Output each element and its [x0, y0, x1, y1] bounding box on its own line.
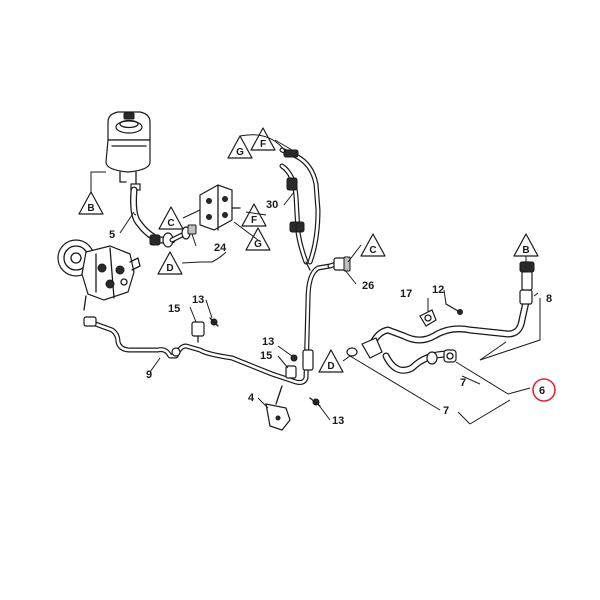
- connector-g-mid: G: [245, 227, 271, 251]
- connector-d-left-label: D: [166, 263, 173, 274]
- connector-f-mid: F: [241, 203, 267, 227]
- connector-g-top: G: [227, 135, 253, 159]
- hose-30[interactable]: [279, 147, 321, 271]
- connector-d-left: D: [157, 251, 183, 275]
- callout-7-lower: 7: [443, 405, 449, 417]
- callout-4: 4: [248, 392, 255, 404]
- leader-lines: [90, 134, 541, 425]
- bolt-13-upper[interactable]: [209, 317, 219, 327]
- connector-d-mid-label: D: [327, 361, 334, 372]
- seal-7-upper[interactable]: [426, 351, 438, 365]
- fitting-26[interactable]: [327, 256, 351, 272]
- hose-assembly-6[interactable]: [346, 261, 535, 374]
- connector-b-left: B: [78, 191, 104, 215]
- callout-15-upper: 15: [168, 303, 180, 315]
- clamp-15-lower[interactable]: [285, 365, 297, 379]
- connector-g-top-label: G: [236, 147, 244, 158]
- callout-6: 6: [539, 385, 545, 397]
- connector-f-top-label: F: [260, 139, 266, 150]
- pipe-9[interactable]: [83, 263, 333, 385]
- power-steering-pump[interactable]: [57, 239, 141, 311]
- highlight-circle: [532, 378, 556, 402]
- callout-17: 17: [400, 288, 412, 300]
- bolt-13-middle[interactable]: [290, 354, 298, 362]
- callout-13-lower: 13: [332, 415, 344, 427]
- callout-12: 12: [432, 284, 444, 296]
- callout-26: 26: [362, 280, 374, 292]
- clip-17[interactable]: [419, 309, 437, 327]
- connector-c-mid: C: [158, 206, 184, 230]
- bracket-4[interactable]: [265, 385, 291, 431]
- callout-5: 5: [109, 229, 115, 241]
- callout-9: 9: [146, 369, 152, 381]
- mounting-bracket[interactable]: [199, 184, 241, 231]
- connector-d-mid: D: [318, 349, 344, 373]
- connector-b-left-label: B: [87, 203, 94, 214]
- clamp-15-upper[interactable]: [191, 321, 205, 343]
- connector-c-right-label: C: [369, 245, 376, 256]
- callout-13-middle: 13: [262, 336, 274, 348]
- connector-c-mid-label: C: [167, 218, 174, 229]
- connector-b-right: B: [513, 233, 539, 257]
- callout-24: 24: [214, 242, 227, 254]
- callout-30: 30: [266, 199, 278, 211]
- connector-f-mid-label: F: [251, 215, 257, 226]
- connector-c-right: C: [360, 233, 386, 257]
- callout-15-lower: 15: [260, 350, 272, 362]
- callout-7-upper: 7: [460, 377, 466, 389]
- fluid-reservoir[interactable]: [105, 111, 151, 191]
- connector-f-top: F: [250, 127, 276, 151]
- seal-7-lower[interactable]: [443, 349, 457, 363]
- callout-13-upper: 13: [192, 294, 204, 306]
- bolt-12[interactable]: [445, 303, 463, 315]
- connector-g-mid-label: G: [254, 239, 262, 250]
- callout-8: 8: [546, 293, 552, 305]
- connector-b-right-label: B: [522, 245, 529, 256]
- fitting-24[interactable]: [169, 224, 197, 243]
